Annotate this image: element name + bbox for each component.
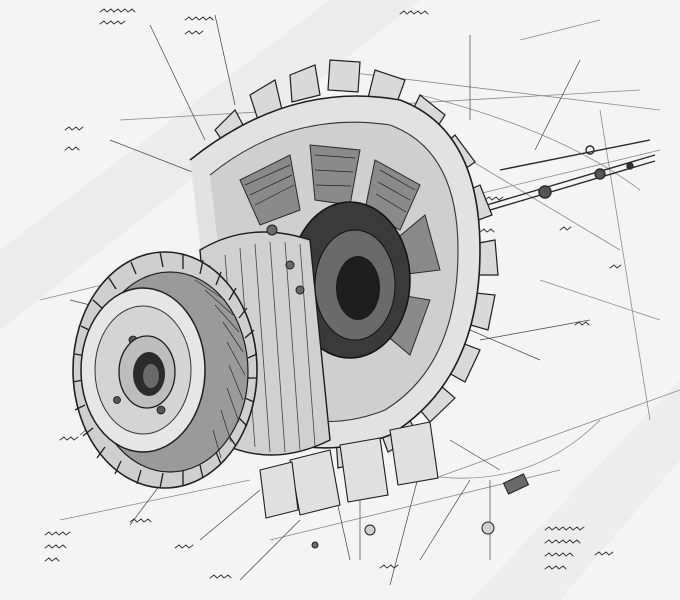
shaft-rod	[469, 139, 656, 217]
annotation-scribbles	[44, 8, 622, 579]
pins-and-fittings	[266, 224, 530, 549]
front-gear	[72, 251, 258, 489]
paper-shadow-band-right	[470, 380, 680, 600]
